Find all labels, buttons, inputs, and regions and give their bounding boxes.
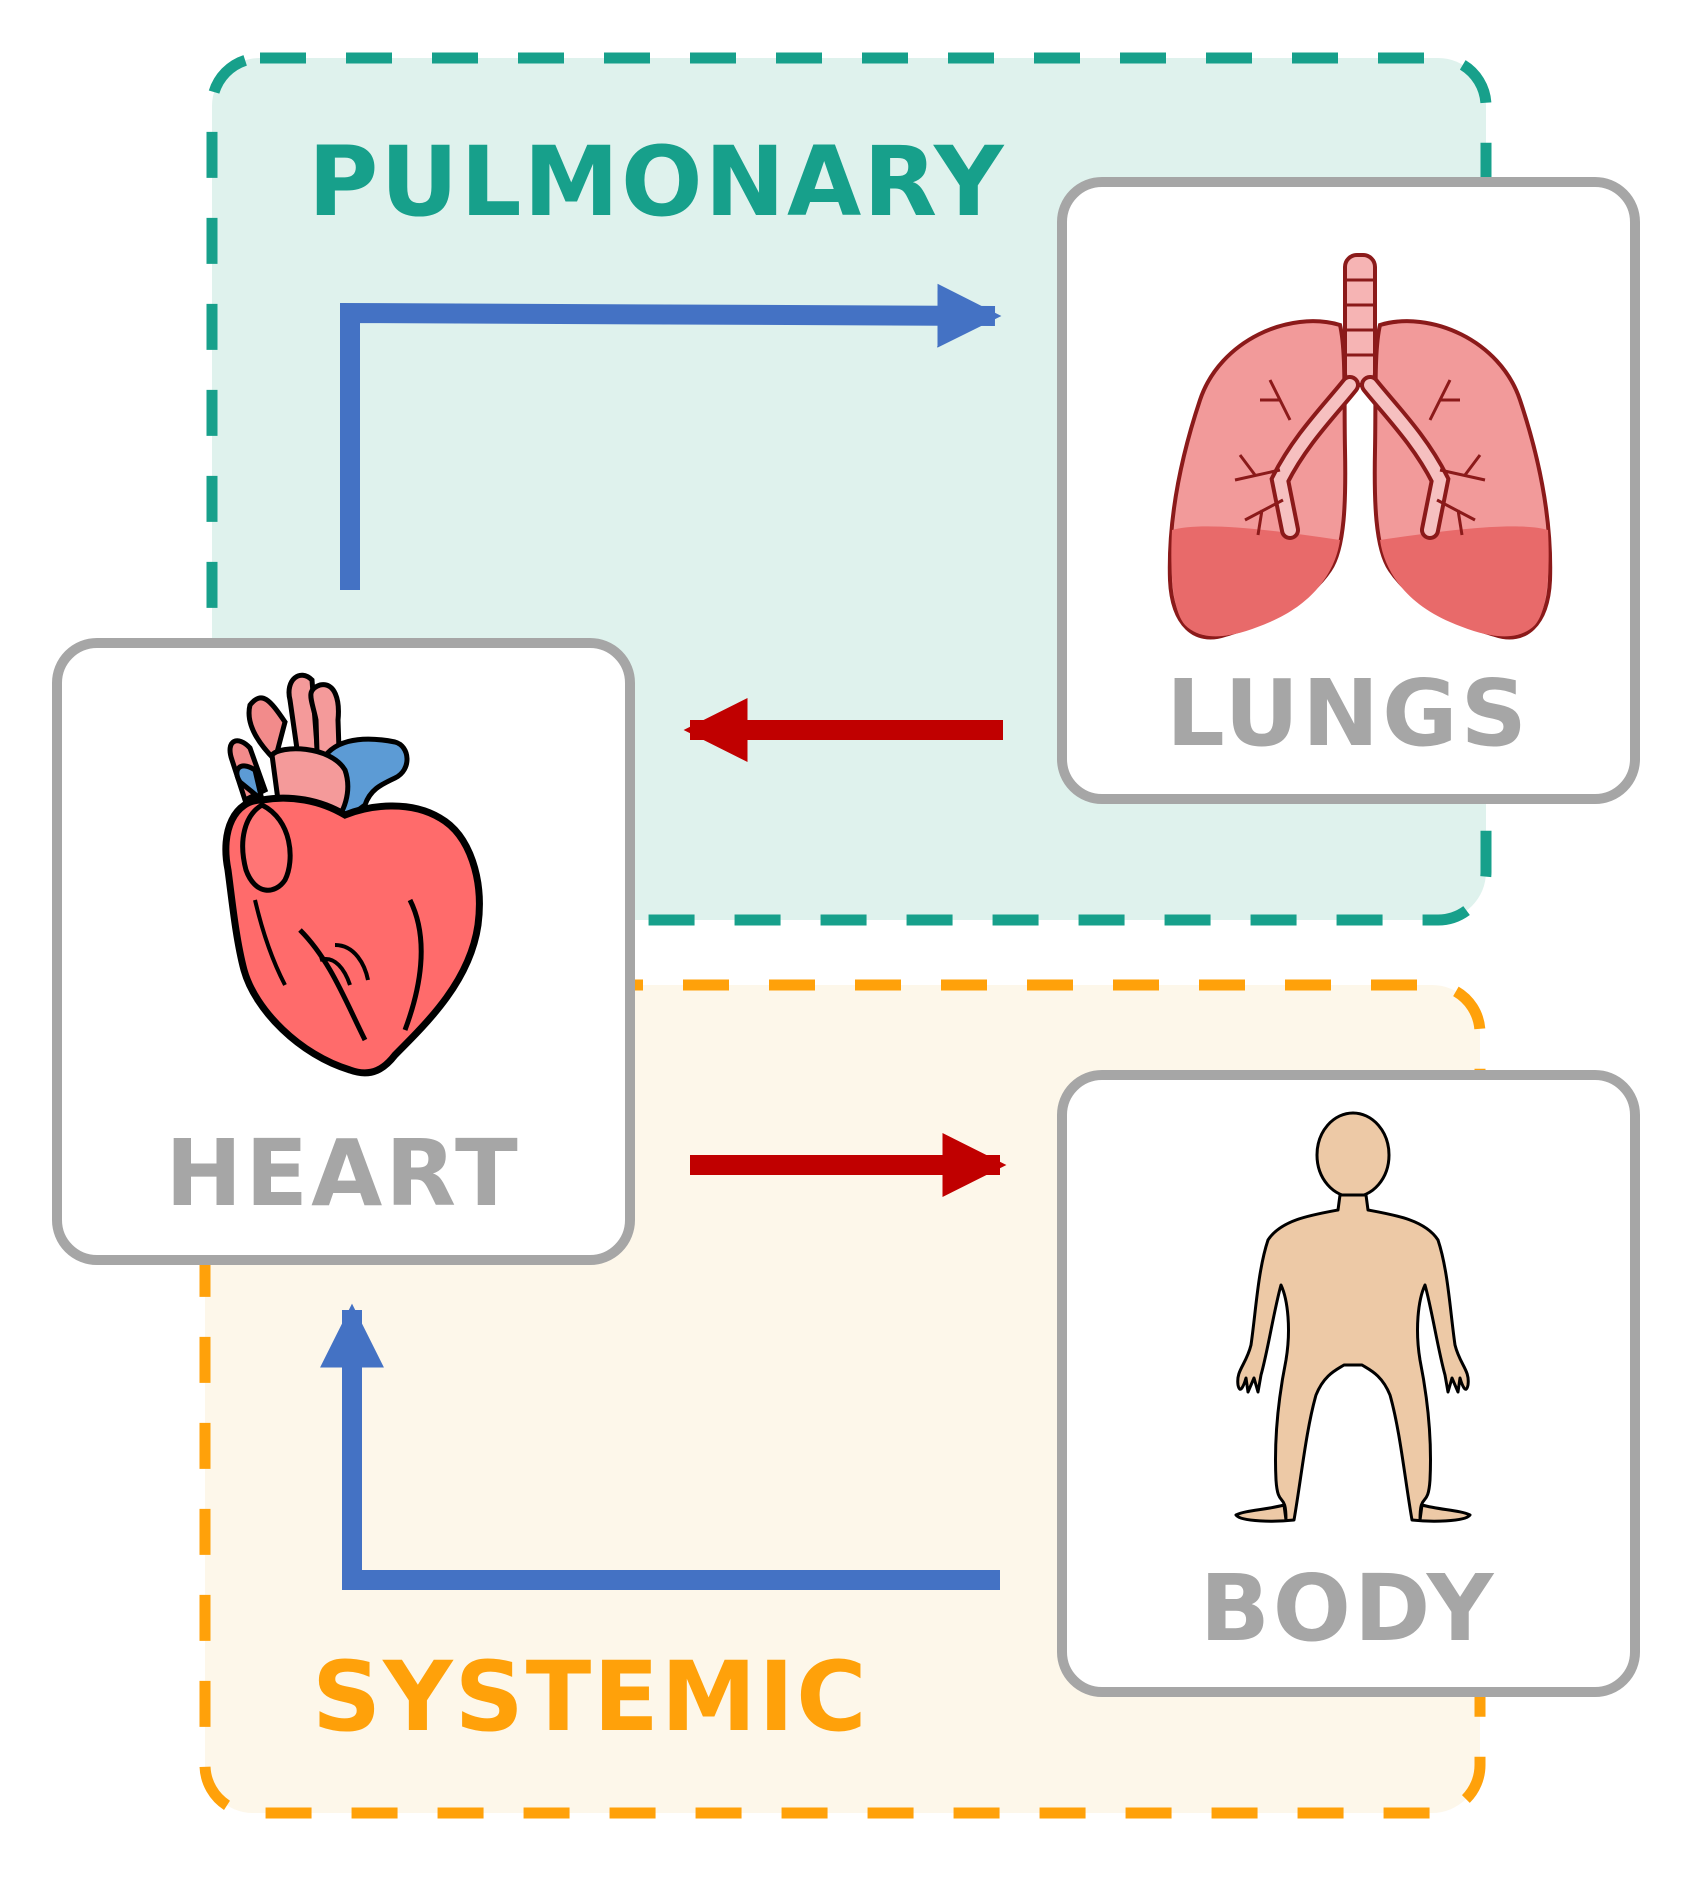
heart-label: HEART	[165, 1120, 521, 1227]
lungs-node: LUNGS	[1057, 177, 1640, 804]
body-node-box	[1057, 1070, 1640, 1697]
pulmonary-label: PULMONARY	[308, 126, 1005, 238]
body-label: BODY	[1200, 1555, 1497, 1662]
body-node: BODY	[1057, 1070, 1640, 1697]
arrow-heart-to-lungs	[340, 283, 1002, 590]
lungs-label: LUNGS	[1166, 660, 1530, 767]
heart-node: HEART	[52, 638, 635, 1265]
lungs-node-box	[1057, 177, 1640, 804]
human-body-icon	[1234, 1111, 1472, 1523]
heart-icon	[222, 672, 483, 1077]
lungs-icon	[1167, 253, 1553, 640]
arrow-body-to-heart	[319, 1303, 1000, 1590]
systemic-label: SYSTEMIC	[312, 1641, 869, 1753]
